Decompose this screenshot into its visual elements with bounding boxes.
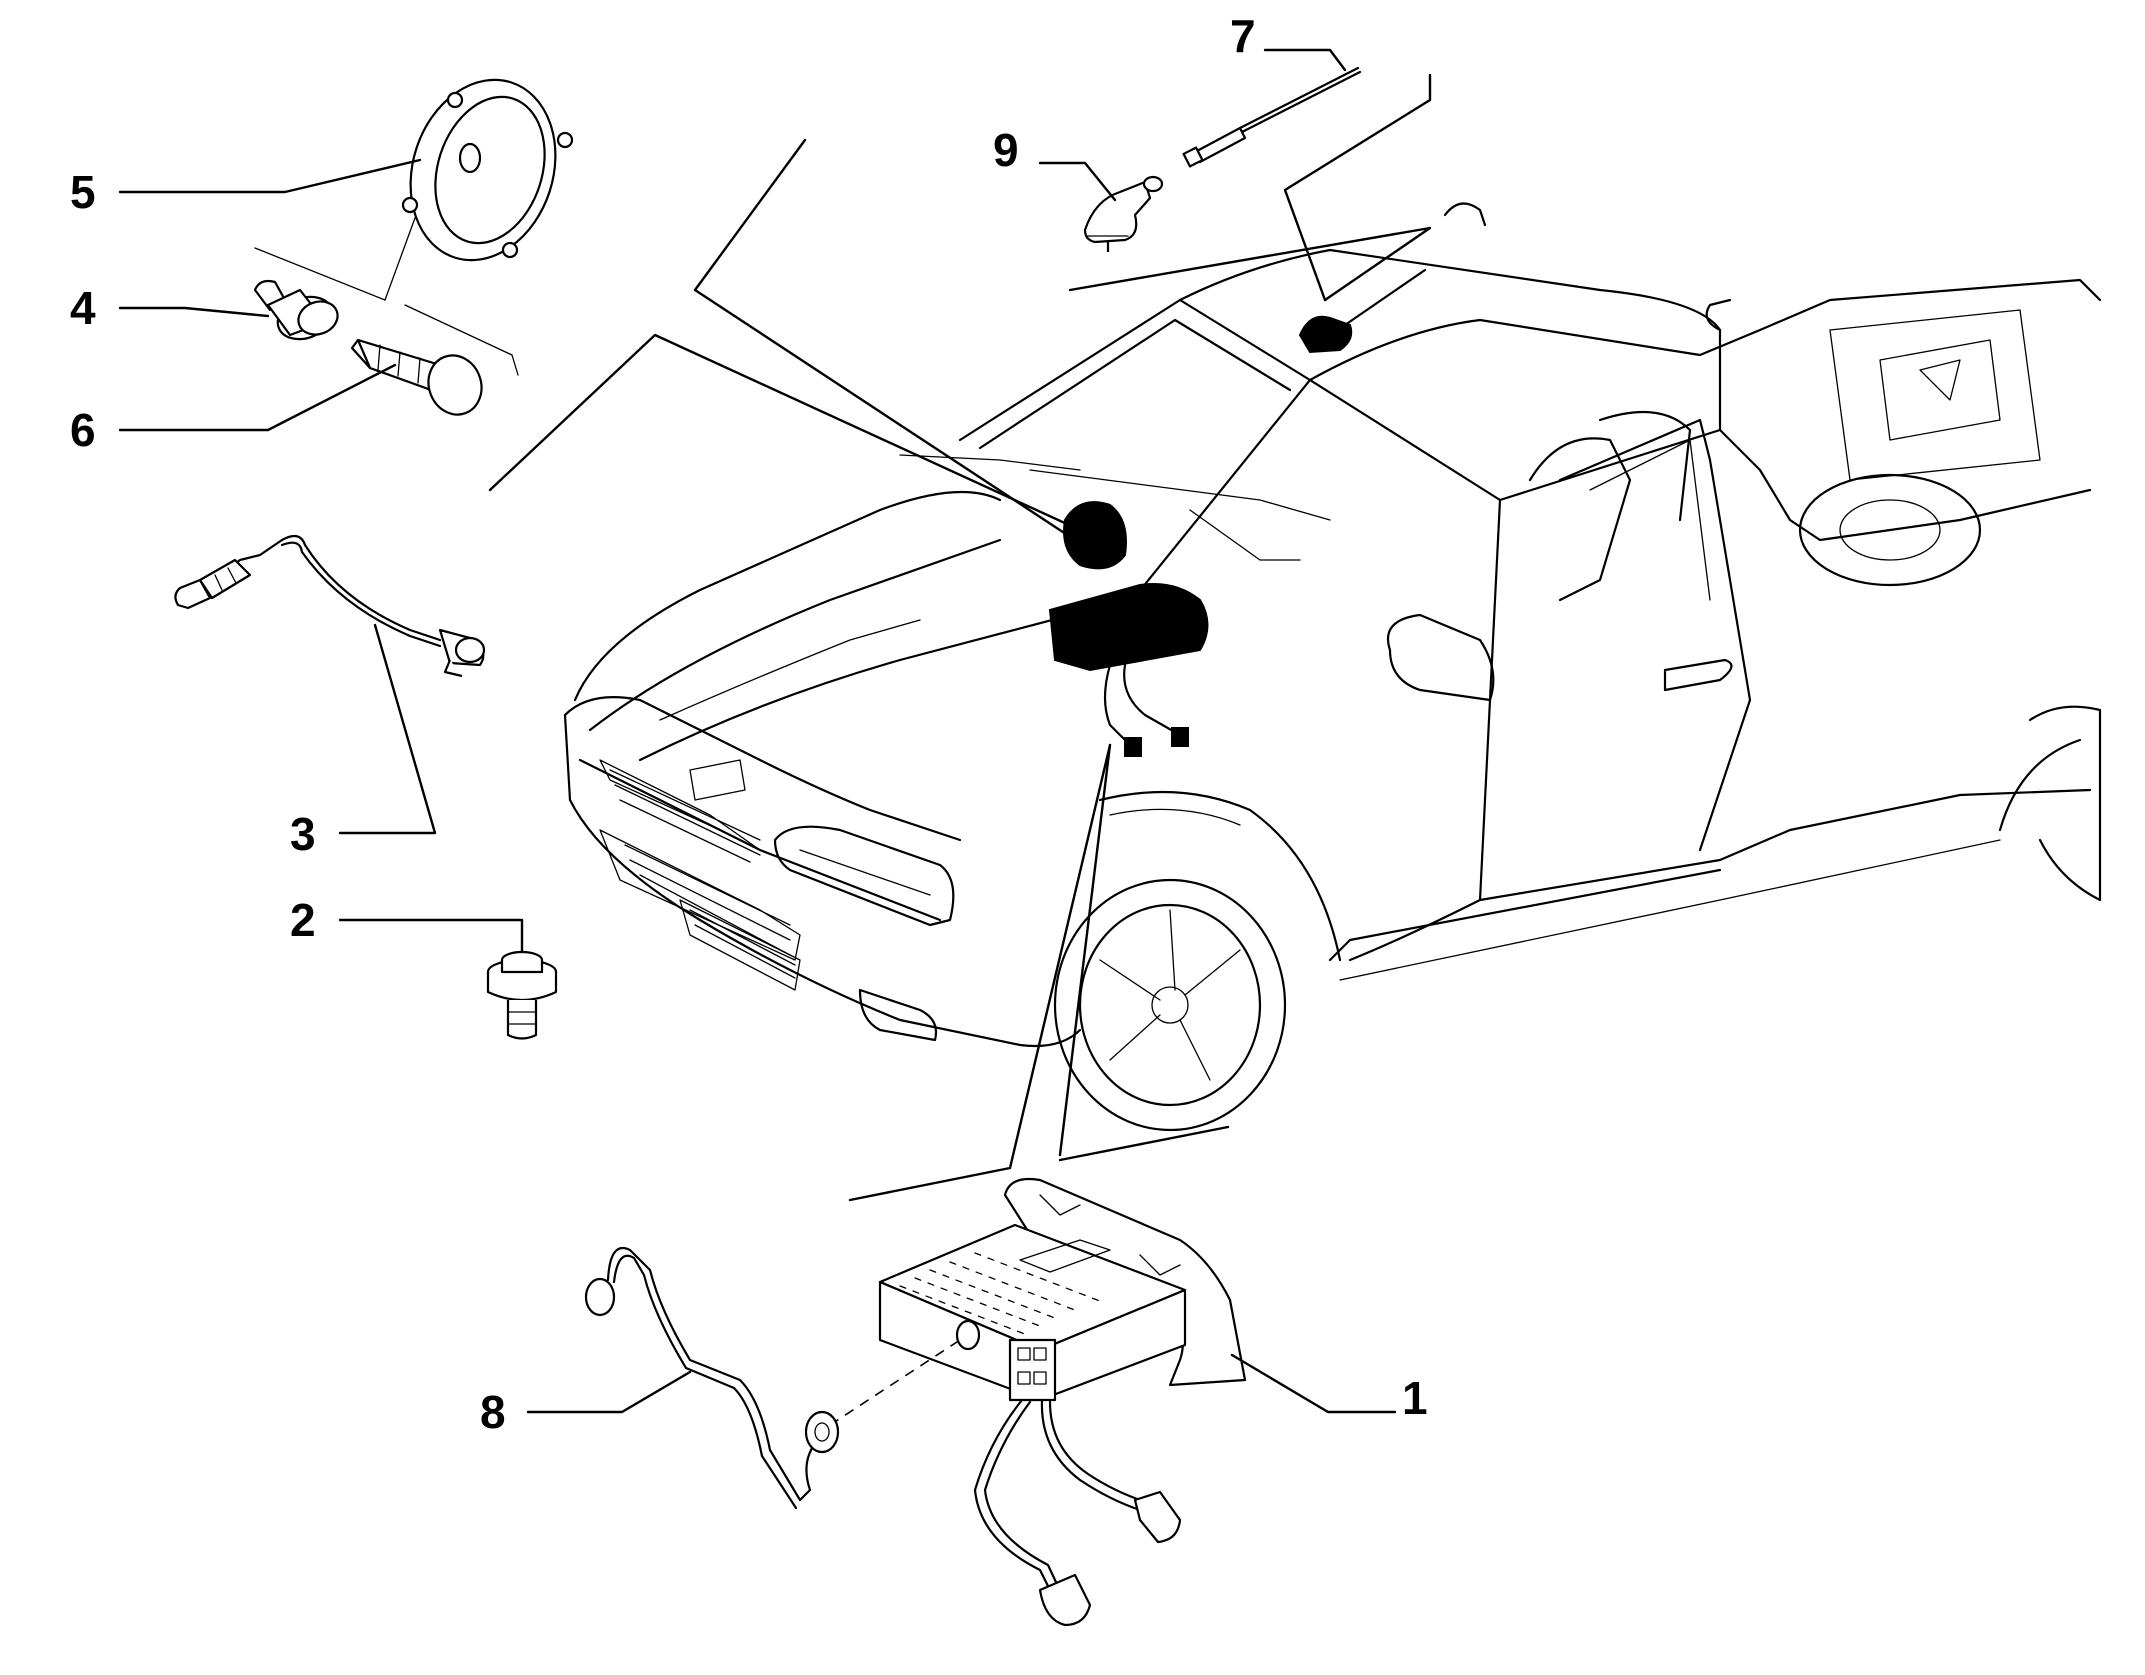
installed-antenna-base-icon xyxy=(1298,315,1353,354)
installed-speaker-icon xyxy=(1063,501,1127,570)
vehicle-illustration xyxy=(563,202,2102,1132)
antenna-rod-icon xyxy=(1182,66,1362,168)
callout-4: 4 xyxy=(70,282,96,334)
callout-7: 7 xyxy=(1230,10,1256,62)
speaker-ring-icon xyxy=(401,78,574,262)
clip-icon xyxy=(253,279,339,341)
callout-6: 6 xyxy=(70,404,96,456)
callout-8: 8 xyxy=(480,1386,506,1438)
callout-2: 2 xyxy=(290,894,316,946)
ground-cable-icon xyxy=(584,1247,840,1510)
callout-labels: 5 4 6 3 2 7 9 8 1 xyxy=(70,10,1428,1438)
radio-unit-icon xyxy=(829,1177,1247,1627)
antenna-base-icon xyxy=(1083,175,1164,252)
bolt-icon xyxy=(486,950,558,1040)
installed-parts-on-vehicle xyxy=(1048,268,1427,757)
installed-radio-icon xyxy=(1048,583,1209,672)
callout-3: 3 xyxy=(290,808,316,860)
callout-5: 5 xyxy=(70,166,96,218)
detail-indicator-lines xyxy=(488,73,1432,1202)
speaker-group xyxy=(253,78,574,416)
callout-1: 1 xyxy=(1402,1372,1428,1424)
screw-icon xyxy=(350,338,483,416)
cable-icon xyxy=(174,534,486,678)
leader-lines xyxy=(118,48,1397,1414)
callout-9: 9 xyxy=(993,124,1019,176)
